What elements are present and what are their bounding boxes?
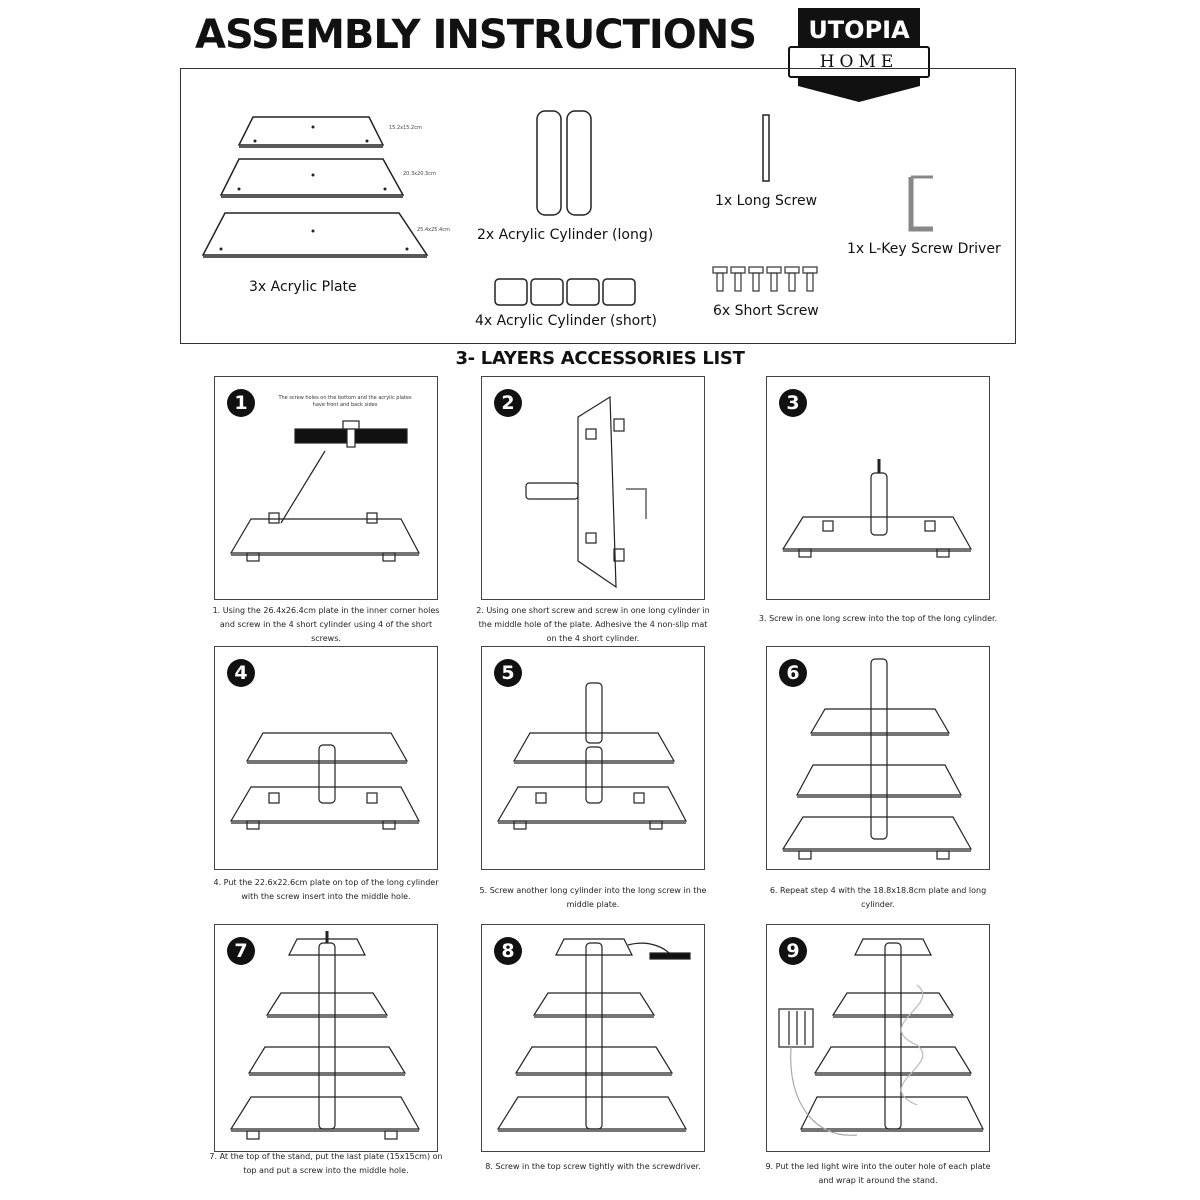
step-2-panel: 2	[481, 376, 705, 600]
logo-text-utopia: UTOPIA	[798, 8, 920, 48]
step-number-badge: 7	[227, 937, 255, 965]
plate-small	[237, 116, 385, 146]
parts-illustration	[201, 110, 933, 306]
step-9-panel: 9	[766, 924, 990, 1152]
step-1-illustration	[229, 420, 420, 562]
step-4-illustration	[229, 732, 420, 830]
step-5-caption: 5. Screw another long cylinder into the …	[479, 886, 707, 909]
step-3-panel: 3	[766, 376, 990, 600]
step-4-panel: 4	[214, 646, 438, 870]
step-7-illustration	[229, 931, 421, 1140]
step-2-caption: 2. Using one short screw and screw in on…	[476, 606, 710, 643]
step-5-illustration	[496, 682, 687, 830]
logo-chevron-icon	[798, 76, 920, 102]
step-3-caption: 3. Screw in one long screw into the top …	[758, 614, 998, 623]
step-7-caption: 7. At the top of the stand, put the last…	[209, 1152, 443, 1175]
plate-dim-small: 15.2x15.2cm	[389, 125, 422, 131]
step-9-illustration	[778, 938, 984, 1136]
accessories-subheading: 3- LAYERS ACCESSORIES LIST	[455, 348, 745, 369]
step-number-badge: 8	[494, 937, 522, 965]
step-8-caption: 8. Screw in the top screw tightly with t…	[485, 1162, 701, 1171]
step-3-illustration	[781, 459, 973, 558]
step-number-badge: 1	[227, 389, 255, 417]
step-6-illustration	[781, 658, 973, 860]
plate-dim-medium: 20.3x20.3cm	[403, 171, 436, 177]
parts-list-panel: 15.2x15.2cm 20.3x20.3cm 25.4x25.4cm 3x A…	[180, 68, 1016, 344]
label-acrylic-plate: 3x Acrylic Plate	[249, 279, 357, 295]
label-short-screw: 6x Short Screw	[713, 303, 819, 319]
step-8-panel: 8	[481, 924, 705, 1152]
page-title: ASSEMBLY INSTRUCTIONS	[195, 12, 757, 58]
brand-logo: UTOPIA HOME	[788, 8, 930, 104]
plate-large	[201, 212, 429, 256]
plate-medium	[219, 158, 405, 196]
long-cylinder-2	[566, 110, 592, 216]
step-number-badge: 9	[779, 937, 807, 965]
step-9-caption: 9. Put the led light wire into the outer…	[765, 1162, 991, 1185]
step-1-callout: The screw holes on the bottom and the ac…	[278, 395, 412, 408]
step-1-caption: 1. Using the 26.4x26.4cm plate in the in…	[212, 606, 440, 643]
label-cylinder-short: 4x Acrylic Cylinder (short)	[475, 313, 657, 329]
step-7-panel: 7	[214, 924, 438, 1152]
step-1-panel: 1 The screw holes on the bottom and the …	[214, 376, 438, 600]
step-number-badge: 5	[494, 659, 522, 687]
long-screw-shape	[762, 114, 770, 182]
step-2-illustration	[525, 395, 647, 589]
step-6-caption: 6. Repeat step 4 with the 18.8x18.8cm pl…	[769, 886, 987, 909]
short-screws-shape	[712, 266, 818, 292]
label-cylinder-long: 2x Acrylic Cylinder (long)	[477, 227, 654, 243]
battery-box-shape	[778, 1008, 814, 1048]
step-number-badge: 3	[779, 389, 807, 417]
step-number-badge: 6	[779, 659, 807, 687]
plate-dim-large: 25.4x25.4cm	[417, 227, 450, 233]
step-6-panel: 6	[766, 646, 990, 870]
step-8-illustration	[496, 938, 691, 1132]
step-number-badge: 4	[227, 659, 255, 687]
l-key-shape	[908, 177, 933, 232]
step-number-badge: 2	[494, 389, 522, 417]
long-cylinder-1	[536, 110, 562, 216]
step-4-caption: 4. Put the 22.6x22.6cm plate on top of t…	[213, 878, 439, 901]
label-long-screw: 1x Long Screw	[715, 193, 818, 209]
label-l-key: 1x L-Key Screw Driver	[847, 241, 1001, 257]
step-5-panel: 5	[481, 646, 705, 870]
